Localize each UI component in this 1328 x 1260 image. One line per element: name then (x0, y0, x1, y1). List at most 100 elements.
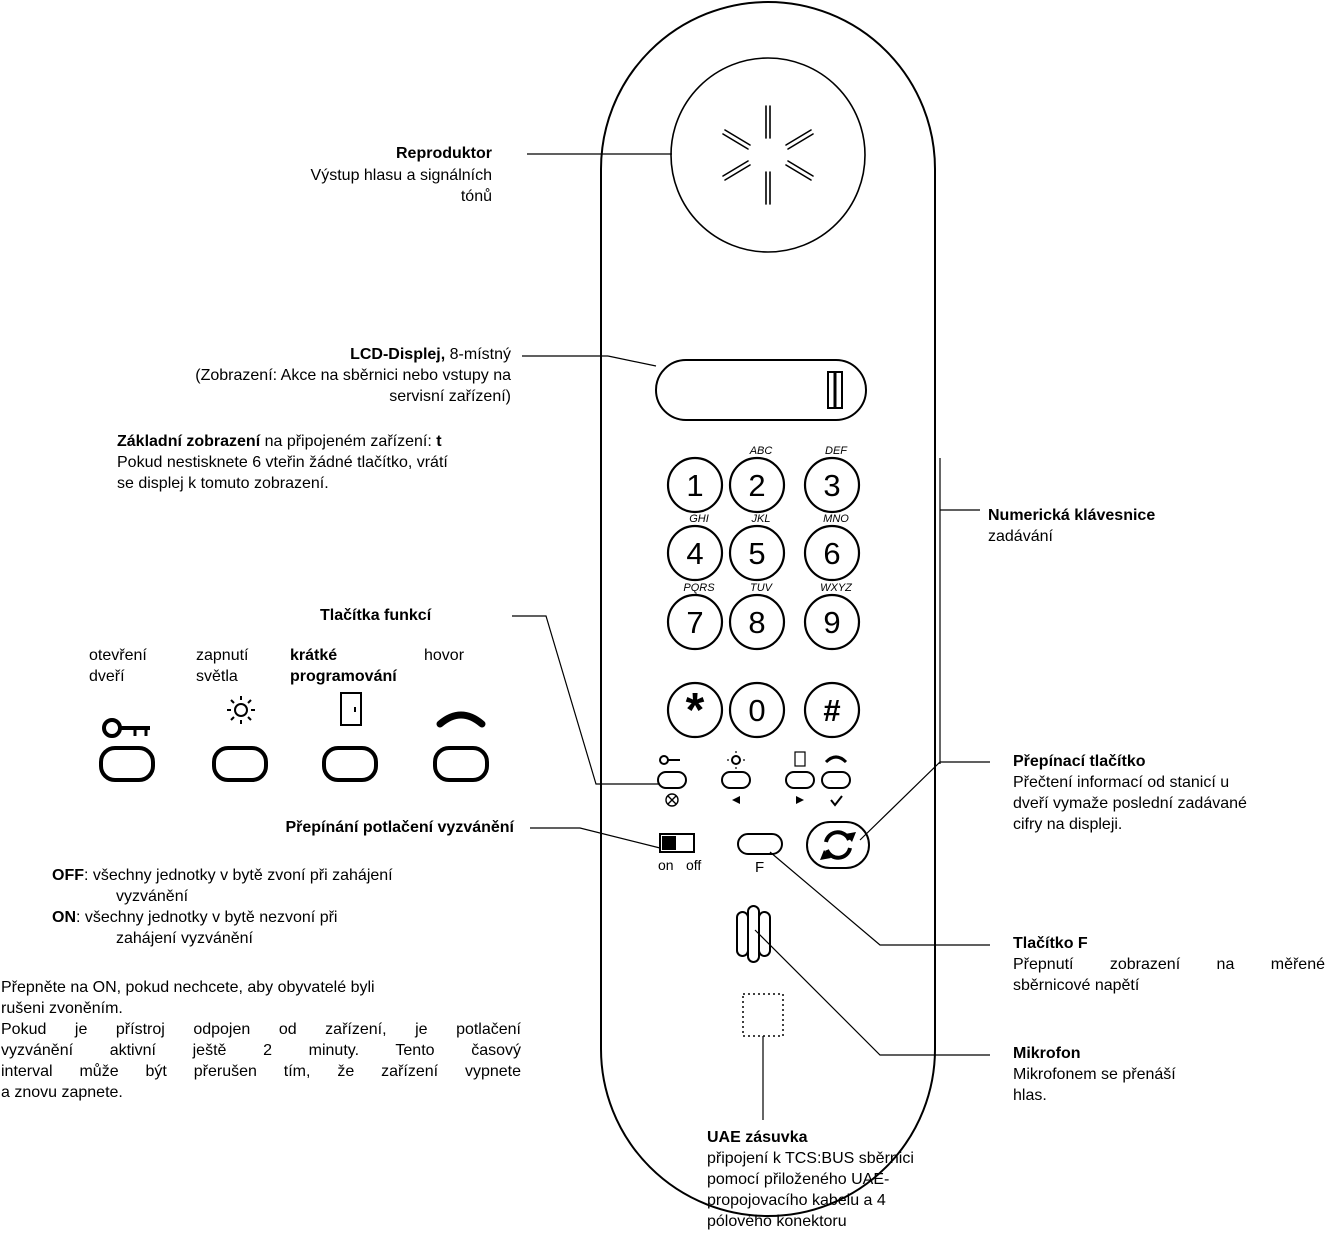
key-letters: PQRS (683, 582, 715, 594)
key-5 (728, 524, 786, 582)
key-digit: 6 (823, 536, 840, 571)
func-prog-l2: programování (290, 668, 397, 685)
ring-off-text: : všechny jednotky v bytě zvoní při zahá… (84, 867, 393, 884)
speaker-desc-1: Výstup hlasu a signálních (310, 167, 492, 184)
lcd-display (655, 359, 867, 421)
key-letters: JKL (751, 513, 771, 525)
ring-para-3: Pokud je přístroj odpojen od zařízení, j… (1, 1021, 521, 1038)
big-function-buttons (99, 746, 489, 782)
toggle-title: Přepínací tlačítko (1013, 753, 1146, 770)
speaker-title: Reproduktor (396, 145, 492, 162)
toggle-button (806, 821, 870, 869)
key-letters: TUV (750, 582, 774, 594)
ring-suppression-switch (659, 833, 695, 853)
ring-on-line-2: zahájení vyzvánění (116, 930, 253, 947)
key-7 (666, 593, 724, 651)
key-8 (728, 593, 786, 651)
numpad-title: Numerická klávesnice (988, 507, 1156, 524)
key-digit: 4 (686, 536, 703, 571)
basic-display-mid: na připojeném zařízení: (260, 433, 437, 450)
f-button (737, 833, 783, 855)
lcd-desc-2: servisní zařízení) (389, 388, 511, 405)
key-6 (803, 524, 861, 582)
key-digit: 0 (748, 693, 765, 728)
leader-lines (512, 153, 990, 1120)
ring-off-key: OFF (52, 867, 84, 884)
key-9 (803, 593, 861, 651)
basic-display-symbol: t (436, 433, 442, 450)
key-digit: * (686, 684, 705, 737)
func-call-l1: hovor (424, 647, 465, 664)
key-hash (803, 681, 861, 739)
func-door-l1: otevření (89, 647, 147, 664)
mic-title: Mikrofon (1013, 1045, 1081, 1062)
key-icon (102, 718, 150, 738)
ring-on-key: ON (52, 909, 76, 926)
ring-on-line-1: ON: všechny jednotky v bytě nezvoní při (52, 908, 522, 928)
switch-off-label: off (686, 857, 701, 873)
ring-para-5: interval může být přerušen tím, že zaříz… (1, 1063, 521, 1080)
key-digit: 7 (686, 605, 703, 640)
mic-desc-1: Mikrofonem se přenáší (1013, 1066, 1176, 1083)
uae-title: UAE zásuvka (707, 1129, 808, 1146)
key-digit: 1 (686, 468, 703, 503)
ring-off-line-1: OFF: všechny jednotky v bytě zvoní při z… (52, 866, 522, 886)
ring-para-4: vyzvánění aktivní ještě 2 minuty. Tento … (1, 1042, 521, 1059)
uae-desc-3: propojovacího kabelu a 4 (707, 1192, 886, 1209)
key-letters: MNO (823, 513, 849, 525)
uae-desc-2: pomocí přiloženého UAE- (707, 1171, 890, 1188)
fbutton-desc-1: Přepnutí zobrazení na měřené (1013, 956, 1325, 973)
basic-display-title: Základní zobrazení (117, 433, 261, 450)
toggle-desc-1: Přečtení informací od stanicí u (1013, 774, 1230, 791)
key-letters: WXYZ (820, 582, 853, 594)
mic-desc-2: hlas. (1013, 1087, 1047, 1104)
sun-icon (227, 696, 255, 724)
switch-on-label: on (658, 857, 674, 873)
func-light-l1: zapnutí (196, 647, 249, 664)
lcd-title-line: LCD-Displej, 8-místný (100, 345, 511, 365)
fbutton-desc-2: sběrnicové napětí (1013, 977, 1140, 994)
key-star (666, 681, 724, 739)
speaker-desc-2: tónů (460, 188, 492, 205)
device-function-buttons (657, 751, 851, 807)
basic-display-line-3: se displej k tomuto zobrazení. (117, 475, 329, 492)
key-4 (666, 524, 724, 582)
device-body (600, 1, 936, 1217)
key-letters: GHI (689, 513, 709, 525)
ring-off-line-2: vyzvánění (116, 888, 189, 905)
basic-display-line-2: Pokud nestisknete 6 vteřin žádné tlačítk… (117, 454, 448, 471)
function-buttons-title: Tlačítka funkcí (320, 607, 432, 624)
handset-icon (436, 711, 486, 728)
door-icon (340, 692, 362, 726)
lcd-suffix: 8-místný (445, 346, 511, 363)
uae-desc-4: pólového konektoru (707, 1213, 847, 1230)
ring-para-6: a znovu zapnete. (1, 1084, 123, 1101)
toggle-desc-2: dveří vymaže poslední zadávané (1013, 795, 1247, 812)
func-light-l2: světla (196, 668, 238, 685)
key-letters: DEF (825, 445, 848, 457)
microphone-icon (736, 905, 771, 963)
basic-display-line-1: Základní zobrazení na připojeném zařízen… (117, 432, 517, 452)
key-2 (728, 456, 786, 514)
f-button-label: F (755, 859, 764, 876)
ring-on-text: : všechny jednotky v bytě nezvoní při (76, 909, 338, 926)
key-digit: 5 (748, 536, 765, 571)
key-digit: 8 (748, 605, 765, 640)
lcd-title: LCD-Displej, (350, 346, 446, 363)
func-door-l2: dveří (89, 668, 125, 685)
func-prog-l1: krátké (290, 647, 338, 664)
key-digit: 9 (823, 605, 840, 640)
key-digit: 2 (748, 468, 765, 503)
speaker-icon (670, 57, 866, 253)
uae-desc-1: připojení k TCS:BUS sběrnici (707, 1150, 914, 1167)
key-0 (728, 681, 786, 739)
toggle-desc-3: cifry na displeji. (1013, 816, 1123, 833)
ring-para-1: Přepněte na ON, pokud nechcete, aby obyv… (1, 979, 375, 996)
fbutton-title: Tlačítko F (1013, 935, 1088, 952)
lcd-desc-1: (Zobrazení: Akce na sběrnici nebo vstupy… (195, 367, 511, 384)
ring-suppression-title: Přepínání potlačení vyzvánění (285, 819, 514, 836)
key-3 (803, 456, 861, 514)
numpad-desc: zadávání (988, 528, 1053, 545)
